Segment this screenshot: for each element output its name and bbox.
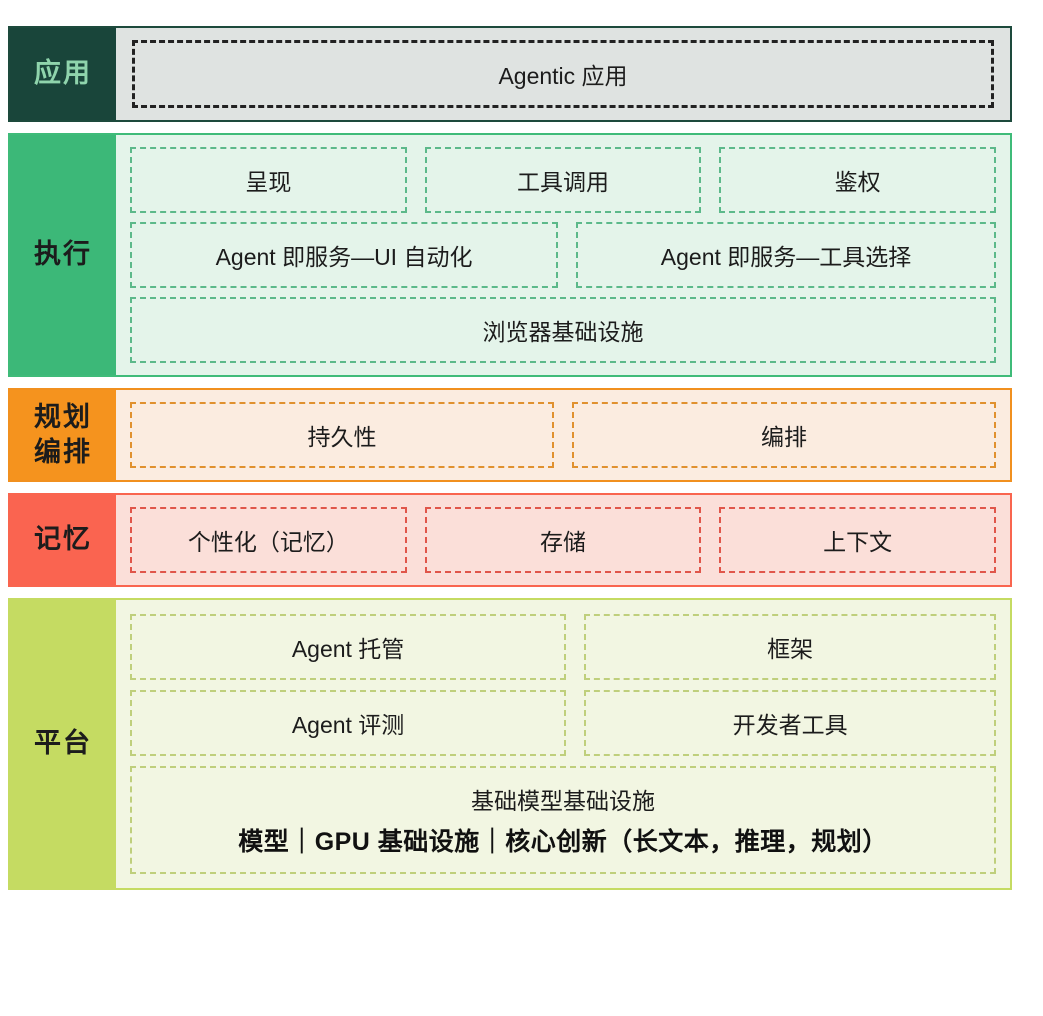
block-agentic-application: Agentic 应用 bbox=[132, 40, 994, 108]
block-foundation-model-infrastructure: 基础模型基础设施 模型｜GPU 基础设施｜核心创新（长文本，推理，规划） bbox=[130, 766, 996, 874]
block-label: 存储 bbox=[540, 529, 586, 555]
block-label: Agentic 应用 bbox=[498, 63, 628, 89]
block-label: Agent 即服务—工具选择 bbox=[660, 244, 912, 270]
block-label: Agent 评测 bbox=[291, 712, 405, 738]
block-label: 上下文 bbox=[823, 529, 893, 555]
layer-row: Agent 托管 框架 bbox=[130, 614, 996, 680]
layer-planning-orchestration: 规划 编排 持久性 编排 bbox=[8, 388, 1012, 482]
layer-label-application: 应用 bbox=[10, 28, 116, 120]
layer-label-platform: 平台 bbox=[10, 600, 116, 888]
layer-row: 基础模型基础设施 模型｜GPU 基础设施｜核心创新（长文本，推理，规划） bbox=[130, 766, 996, 874]
layer-body-platform: Agent 托管 框架 Agent 评测 开发者工具 基础模型基础设施 模型｜G… bbox=[116, 600, 1010, 888]
layer-label-text: 应用 bbox=[34, 58, 92, 89]
layer-row: 呈现 工具调用 鉴权 bbox=[130, 147, 997, 213]
block-label-secondary: 模型｜GPU 基础设施｜核心创新（长文本，推理，规划） bbox=[238, 828, 888, 856]
block-label: 个性化（记忆） bbox=[187, 529, 349, 555]
layer-label-text-line-1: 规划 bbox=[34, 401, 92, 432]
layer-platform: 平台 Agent 托管 框架 Agent 评测 开发者工具 bbox=[8, 598, 1012, 890]
block-presentation: 呈现 bbox=[130, 147, 407, 213]
block-orchestration: 编排 bbox=[572, 402, 996, 468]
block-developer-tools: 开发者工具 bbox=[584, 690, 996, 756]
layer-body-memory: 个性化（记忆） 存储 上下文 bbox=[116, 495, 1010, 585]
layer-row: 个性化（记忆） 存储 上下文 bbox=[130, 507, 997, 573]
layer-label-text: 记忆 bbox=[34, 524, 92, 555]
block-label: 编排 bbox=[761, 424, 807, 450]
layer-row: Agentic 应用 bbox=[132, 40, 994, 108]
block-label: 开发者工具 bbox=[732, 712, 848, 738]
block-label-primary: 基础模型基础设施 bbox=[471, 788, 655, 814]
block-agent-as-a-service-ui-automation: Agent 即服务—UI 自动化 bbox=[130, 222, 559, 288]
block-authorization: 鉴权 bbox=[719, 147, 997, 213]
block-label: 鉴权 bbox=[834, 169, 881, 195]
layer-label-text-line-2: 编排 bbox=[34, 437, 92, 467]
layer-label-execution: 执行 bbox=[10, 135, 116, 375]
block-label: Agent 即服务—UI 自动化 bbox=[215, 244, 473, 270]
layer-body-execution: 呈现 工具调用 鉴权 Agent 即服务—UI 自动化 Agent 即服务—工具… bbox=[116, 135, 1010, 375]
block-agent-as-a-service-tool-selection: Agent 即服务—工具选择 bbox=[576, 222, 996, 288]
layer-execution: 执行 呈现 工具调用 鉴权 Agent 即服务—UI 自动化 Agent 即 bbox=[8, 133, 1012, 377]
block-agent-hosting: Agent 托管 bbox=[130, 614, 567, 680]
layer-body-planning-orchestration: 持久性 编排 bbox=[116, 390, 1010, 480]
block-framework: 框架 bbox=[584, 614, 996, 680]
block-persistence: 持久性 bbox=[130, 402, 554, 468]
layer-row: 持久性 编排 bbox=[130, 402, 996, 468]
block-label: 框架 bbox=[767, 636, 814, 662]
layer-row: Agent 即服务—UI 自动化 Agent 即服务—工具选择 bbox=[130, 222, 996, 288]
block-label: Agent 托管 bbox=[291, 636, 405, 662]
layer-application: 应用 Agentic 应用 bbox=[8, 26, 1012, 122]
block-tool-invocation: 工具调用 bbox=[424, 147, 702, 213]
block-storage: 存储 bbox=[424, 507, 702, 573]
layer-label-planning-orchestration: 规划 编排 bbox=[10, 390, 116, 480]
layer-label-text: 执行 bbox=[34, 239, 92, 270]
layer-label-memory: 记忆 bbox=[10, 495, 116, 585]
layer-memory: 记忆 个性化（记忆） 存储 上下文 bbox=[8, 493, 1012, 587]
block-personalization-memory: 个性化（记忆） bbox=[130, 507, 407, 573]
layer-body-application: Agentic 应用 bbox=[116, 28, 1010, 120]
block-label: 浏览器基础设施 bbox=[482, 319, 644, 345]
block-label: 持久性 bbox=[307, 424, 377, 450]
block-context: 上下文 bbox=[719, 507, 997, 573]
block-browser-infrastructure: 浏览器基础设施 bbox=[130, 297, 996, 363]
layer-label-text: 平台 bbox=[34, 728, 92, 759]
layer-row: Agent 评测 开发者工具 bbox=[130, 690, 996, 756]
agent-stack-diagram: 应用 Agentic 应用 执行 呈现 工具调用 鉴权 bbox=[8, 26, 1012, 890]
block-label: 工具调用 bbox=[517, 169, 609, 195]
block-label: 呈现 bbox=[245, 169, 292, 195]
layer-row: 浏览器基础设施 bbox=[130, 297, 996, 363]
block-agent-evaluation: Agent 评测 bbox=[130, 690, 567, 756]
